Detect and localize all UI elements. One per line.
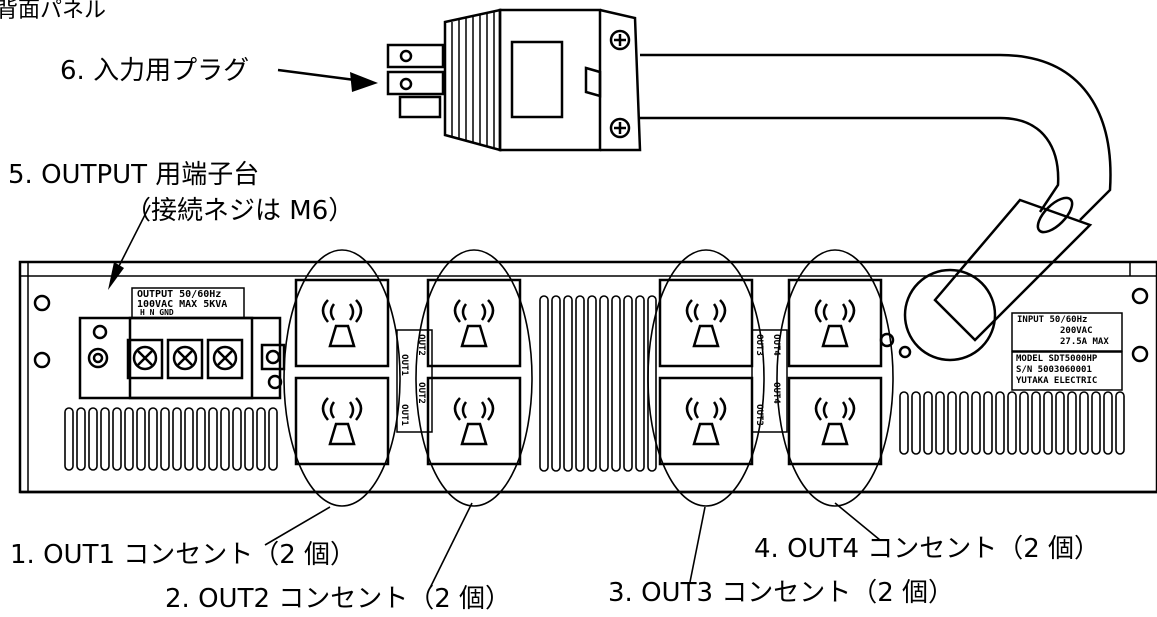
vent-slot <box>220 407 230 471</box>
outlet <box>787 376 883 466</box>
vent-slot <box>599 295 609 472</box>
vent-slot <box>563 295 573 472</box>
model-plate-line2: S/N 5003060001 <box>1016 365 1092 375</box>
strip-label-out4-a: OUT4 <box>770 334 781 356</box>
model-plate-line3: YUTAKA ELECTRIC <box>1016 376 1098 386</box>
vent-slot <box>947 391 957 455</box>
outlet <box>787 278 883 368</box>
vent-slot <box>539 295 549 472</box>
terminal-arrow-head <box>108 262 124 290</box>
vent-slot <box>1019 391 1029 455</box>
vent-slot <box>124 407 134 471</box>
vent-slot <box>971 391 981 455</box>
vent-slot <box>911 391 921 455</box>
callout-ellipses <box>283 249 894 507</box>
vent-slot <box>112 407 122 471</box>
vent-slot <box>1115 391 1125 455</box>
vent-slot <box>148 407 158 471</box>
strip-label-out2-b: OUT2 <box>415 382 426 404</box>
out4-callout: 4. OUT4 コンセント（2 個） <box>754 534 1101 564</box>
output-plate-line1: OUTPUT 50/60Hz <box>137 289 222 300</box>
outlet <box>294 278 390 368</box>
strip-label-out1-a: OUT1 <box>398 354 409 376</box>
vent-slot <box>100 407 110 471</box>
vent-slot <box>623 295 633 472</box>
vent-slot <box>995 391 1005 455</box>
strip-label-out2-a: OUT2 <box>415 334 426 356</box>
strip-label-out1-b: OUT1 <box>398 404 409 426</box>
plates <box>1011 312 1123 391</box>
vent-slot <box>76 407 86 471</box>
vent-slot <box>64 407 74 471</box>
out1-callout: 1. OUT1 コンセント（2 個） <box>10 540 357 570</box>
output-terminal-block <box>78 316 286 400</box>
input-plate-line1: INPUT 50/60Hz <box>1017 315 1088 325</box>
plug-callout: 6. 入力用プラグ <box>60 56 250 86</box>
vent-slot <box>899 391 909 455</box>
vent-slot <box>136 407 146 471</box>
vent-slot <box>575 295 585 472</box>
vent-slot <box>196 407 206 471</box>
vent-slot <box>232 407 242 471</box>
out2-callout: 2. OUT2 コンセント（2 個） <box>165 584 512 614</box>
vent-slot <box>268 407 278 471</box>
vent-slot <box>551 295 561 472</box>
output-plate-line2: 100VAC MAX 5KVA <box>137 299 228 310</box>
vent-slot <box>983 391 993 455</box>
outlet-label-strips <box>396 329 788 433</box>
strip-label-out3-a: OUT3 <box>753 334 764 356</box>
input-plug <box>386 8 642 152</box>
vent-slot <box>1043 391 1053 455</box>
vent-slot <box>88 407 98 471</box>
vent-slot <box>1067 391 1077 455</box>
output-plate-line3: H N GND <box>140 308 174 317</box>
plug-arrow <box>277 68 378 92</box>
vent-slot <box>160 407 170 471</box>
vent-slot <box>611 295 621 472</box>
vent-slot <box>256 407 266 471</box>
outlet <box>658 376 754 466</box>
strip-label-out3-b: OUT3 <box>753 404 764 426</box>
vent-slot <box>1103 391 1113 455</box>
vent-slot <box>184 407 194 471</box>
vent-slot <box>647 295 657 472</box>
leader-lines <box>117 204 881 589</box>
vent-slot <box>587 295 597 472</box>
outlet <box>426 376 522 466</box>
strip-label-out4-b: OUT4 <box>770 382 781 404</box>
vent-slot <box>635 295 645 472</box>
ventilation-slots <box>64 295 1125 472</box>
vent-slot <box>935 391 945 455</box>
out3-callout: 3. OUT3 コンセント（2 個） <box>608 578 955 608</box>
vent-slot <box>1091 391 1101 455</box>
vent-slot <box>172 407 182 471</box>
vent-slot <box>959 391 969 455</box>
vent-slot <box>1079 391 1089 455</box>
vent-slot <box>923 391 933 455</box>
vent-slot <box>244 407 254 471</box>
outlet <box>294 376 390 466</box>
page-title: 背面パネル <box>0 0 107 23</box>
outlet <box>426 278 522 368</box>
vent-slot <box>208 407 218 471</box>
model-plate-line1: MODEL SDT5000HP <box>1016 354 1098 364</box>
terminal-callout-line1: 5. OUTPUT 用端子台 <box>8 160 260 190</box>
input-plate-line2: 200VAC <box>1060 326 1093 336</box>
chassis <box>18 260 1157 494</box>
vent-slot <box>1031 391 1041 455</box>
vent-slot <box>1055 391 1065 455</box>
terminal-callout-line2: （接続ネジは M6） <box>125 196 355 226</box>
outlets <box>294 278 883 466</box>
power-cable <box>640 53 1112 342</box>
vent-slot <box>1007 391 1017 455</box>
input-plate-line3: 27.5A MAX <box>1060 337 1109 347</box>
outlet <box>658 278 754 368</box>
